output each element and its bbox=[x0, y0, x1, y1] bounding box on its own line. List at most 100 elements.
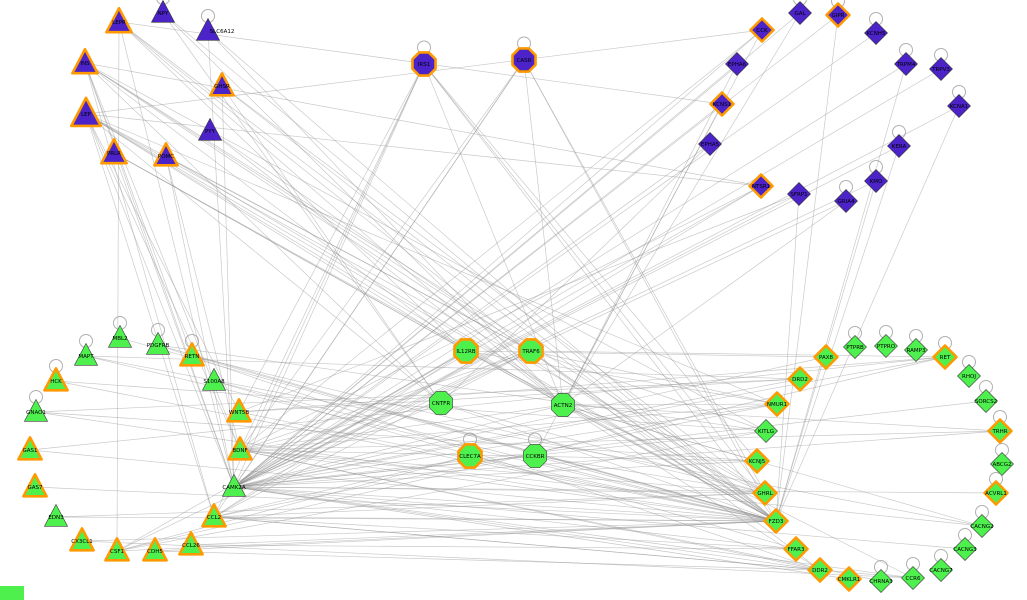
edge bbox=[191, 355, 766, 494]
edge bbox=[84, 62, 241, 451]
node-ACTN2[interactable]: ACTN2 bbox=[551, 393, 575, 417]
node-TRAF6[interactable]: TRAF6 bbox=[518, 338, 544, 364]
edge bbox=[213, 350, 467, 518]
corner-node-swatch[interactable] bbox=[0, 586, 24, 600]
node-TRPV3[interactable]: TRPV3 bbox=[929, 48, 953, 81]
diamond-shape bbox=[748, 173, 774, 199]
node-CNTFR[interactable]: CNTFR bbox=[429, 391, 453, 415]
node-ACVRL1[interactable]: ACVRL1 bbox=[983, 472, 1009, 506]
edge bbox=[35, 411, 758, 462]
edge bbox=[84, 62, 762, 187]
node-RHOJ[interactable]: RHOJ bbox=[957, 355, 981, 388]
node-PTPRB[interactable]: PTPRB bbox=[843, 326, 867, 359]
node-IL12RB[interactable]: IL12RB bbox=[453, 338, 479, 364]
edge bbox=[233, 63, 907, 488]
edge bbox=[116, 455, 471, 552]
edge bbox=[562, 404, 766, 494]
edge bbox=[85, 355, 983, 527]
diamond-shape bbox=[990, 452, 1014, 476]
node-KCNH5[interactable]: KCNH5 bbox=[864, 12, 888, 45]
node-PYY[interactable]: PYY bbox=[198, 118, 222, 141]
edge bbox=[85, 113, 766, 494]
node-GIPR[interactable]: GIPR bbox=[825, 0, 851, 28]
diamond-shape bbox=[957, 364, 981, 388]
node-KMO[interactable]: KMO bbox=[864, 160, 888, 193]
edge bbox=[239, 449, 758, 462]
edge bbox=[562, 200, 847, 406]
edge bbox=[191, 355, 777, 522]
edge bbox=[84, 62, 766, 494]
node-HCK[interactable]: HCK bbox=[43, 359, 69, 392]
triangle-shape bbox=[146, 332, 170, 355]
edge bbox=[233, 460, 758, 488]
node-KCNJ5[interactable]: KCNJ5 bbox=[744, 448, 770, 474]
edge bbox=[165, 155, 235, 488]
node-CACNG3[interactable]: CACNG3 bbox=[953, 528, 977, 561]
node-FZD3[interactable]: FZD3 bbox=[763, 508, 789, 534]
node-TRPM4[interactable]: TRPM4 bbox=[894, 43, 918, 76]
diamond-shape bbox=[869, 569, 893, 593]
edge bbox=[113, 152, 235, 488]
edge bbox=[233, 430, 1001, 488]
node-GAS7[interactable]: GAS7 bbox=[22, 473, 48, 498]
node-DDR2[interactable]: DDR2 bbox=[807, 557, 833, 583]
edge bbox=[165, 155, 241, 451]
triangle-shape bbox=[44, 504, 68, 527]
node-EDN3[interactable]: EDN3 bbox=[44, 504, 68, 527]
edge bbox=[118, 21, 467, 352]
node-LEPR[interactable]: LEPR bbox=[105, 6, 133, 34]
edge bbox=[213, 380, 777, 522]
node-NPY[interactable]: NPY bbox=[151, 0, 175, 23]
node-GAL[interactable]: GAL bbox=[788, 0, 812, 25]
node-KITLG[interactable]: KITLG bbox=[754, 419, 778, 443]
node-MAPT[interactable]: MAPT bbox=[74, 334, 98, 366]
node-GAS1[interactable]: GAS1 bbox=[17, 436, 43, 461]
edge bbox=[118, 21, 564, 406]
edge bbox=[562, 403, 778, 406]
edge bbox=[162, 12, 777, 522]
triangle-shape bbox=[226, 398, 252, 423]
node-SLC6A12[interactable]: SLC6A12 bbox=[196, 9, 234, 41]
node-CX3CL1[interactable]: CX3CL1 bbox=[69, 527, 95, 552]
node-RET[interactable]: RET bbox=[932, 336, 958, 370]
node-GRIA4[interactable]: GRIA4 bbox=[834, 180, 858, 213]
node-KCNA1[interactable]: KCNA1 bbox=[947, 85, 971, 118]
node-ABCG2[interactable]: ABCG2 bbox=[990, 443, 1014, 476]
edge bbox=[239, 29, 763, 451]
node-PAX8[interactable]: PAX8 bbox=[813, 344, 839, 370]
edge bbox=[530, 350, 767, 432]
edge bbox=[84, 62, 442, 404]
diamond-shape bbox=[764, 391, 790, 417]
edge bbox=[233, 63, 738, 488]
triangle-shape bbox=[43, 367, 69, 392]
node-NTSR1[interactable]: NTSR1 bbox=[748, 173, 774, 199]
node-FFAR3[interactable]: FFAR3 bbox=[783, 536, 809, 562]
node-INS[interactable]: INS bbox=[71, 47, 99, 75]
node-MBL2[interactable]: MBL2 bbox=[108, 316, 132, 348]
node-GNAO1[interactable]: GNAO1 bbox=[24, 390, 48, 422]
node-CMKLR1[interactable]: CMKLR1 bbox=[836, 566, 862, 592]
edge bbox=[530, 350, 946, 358]
node-PDGFRB[interactable]: PDGFRB bbox=[146, 323, 170, 355]
node-EPHA6[interactable]: EPHA6 bbox=[725, 52, 749, 76]
edge bbox=[116, 520, 777, 552]
node-IRS1[interactable]: IRS1 bbox=[411, 40, 437, 77]
node-GHRL[interactable]: GHRL bbox=[752, 480, 778, 506]
edge bbox=[34, 486, 777, 522]
node-CACNG7[interactable]: CACNG7 bbox=[929, 549, 953, 582]
edge bbox=[440, 402, 766, 494]
node-CCR6[interactable]: CCR6 bbox=[901, 557, 925, 590]
edge bbox=[84, 62, 767, 432]
edge bbox=[35, 378, 801, 413]
node-CACNG2[interactable]: CACNG2 bbox=[970, 505, 994, 538]
octagon-shape bbox=[551, 393, 575, 417]
edge bbox=[233, 486, 797, 550]
node-PTPRO[interactable]: PTPRO bbox=[874, 325, 898, 358]
edge bbox=[775, 193, 800, 522]
node-TRHR[interactable]: TRHR bbox=[987, 410, 1013, 444]
node-CASR[interactable]: CASR bbox=[511, 36, 537, 73]
diamond-shape bbox=[929, 57, 953, 81]
edge bbox=[213, 63, 425, 518]
node-SORCS2[interactable]: SORCS2 bbox=[974, 380, 998, 413]
